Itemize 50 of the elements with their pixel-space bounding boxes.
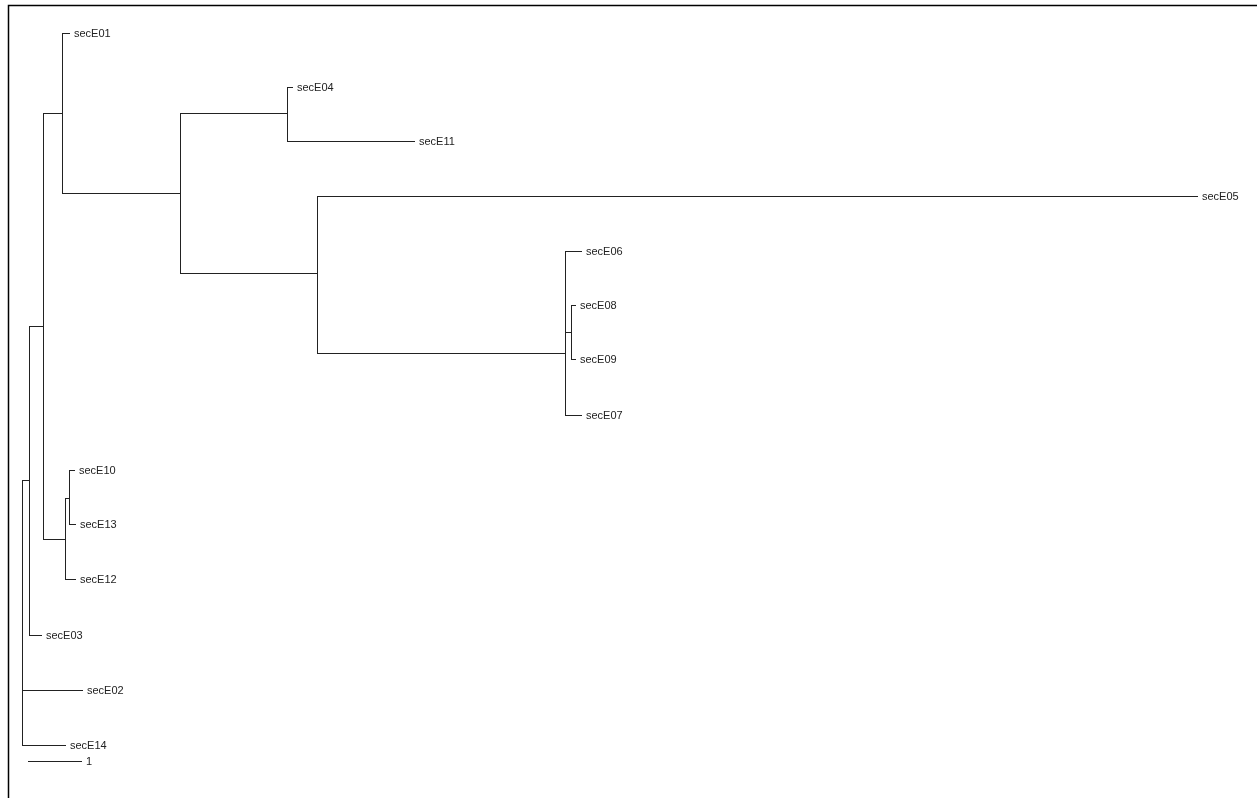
tree-branch: [565, 332, 572, 333]
tree-branch: [317, 196, 1199, 197]
taxon-label: secE03: [42, 628, 83, 642]
tree-branch: [287, 141, 416, 142]
taxon-label: secE09: [576, 352, 617, 366]
taxon-label: secE01: [70, 26, 111, 40]
tree-branch: [62, 33, 71, 34]
branch-node-line: [22, 480, 23, 746]
taxon-label: secE08: [576, 298, 617, 312]
taxon-label: secE02: [83, 683, 124, 697]
branch-node-line: [317, 196, 318, 354]
tree-branch: [43, 113, 63, 114]
branch-node-line: [571, 305, 572, 360]
tree-branch: [287, 87, 294, 88]
branch-node-line: [69, 470, 70, 525]
tree-branch: [22, 480, 30, 481]
taxon-label: secE13: [76, 517, 117, 531]
taxon-label: secE11: [415, 134, 455, 148]
tree-branch: [180, 113, 288, 114]
tree-branch: [565, 415, 583, 416]
branch-node-line: [565, 251, 566, 416]
tree-branch: [69, 524, 77, 525]
taxon-label: secE07: [582, 408, 623, 422]
branch-node-line: [287, 87, 288, 142]
tree-branch: [571, 359, 577, 360]
taxon-label: secE12: [76, 572, 117, 586]
tree-branch: [22, 745, 67, 746]
branch-node-line: [62, 33, 63, 194]
branch-node-line: [43, 113, 44, 540]
taxon-label: secE04: [293, 80, 334, 94]
tree-branch: [29, 326, 44, 327]
taxon-label: secE05: [1198, 189, 1239, 203]
tree-branch: [69, 470, 76, 471]
tree-branch: [317, 353, 566, 354]
taxon-label: secE06: [582, 244, 623, 258]
tree-branch: [565, 251, 583, 252]
branch-node-line: [180, 113, 181, 274]
taxon-label: secE10: [75, 463, 116, 477]
tree-branch: [43, 539, 66, 540]
tree-branch: [29, 635, 43, 636]
taxon-label: secE14: [66, 738, 107, 752]
tree-branch: [62, 193, 181, 194]
tree-branch: [180, 273, 318, 274]
tree-branch: [22, 690, 84, 691]
tree-branch: [571, 305, 577, 306]
tree-branch: [65, 498, 70, 499]
branch-node-line: [29, 326, 30, 636]
tree-branch: [65, 579, 77, 580]
branch-node-line: [65, 498, 66, 580]
scale-label: 1: [86, 754, 93, 768]
